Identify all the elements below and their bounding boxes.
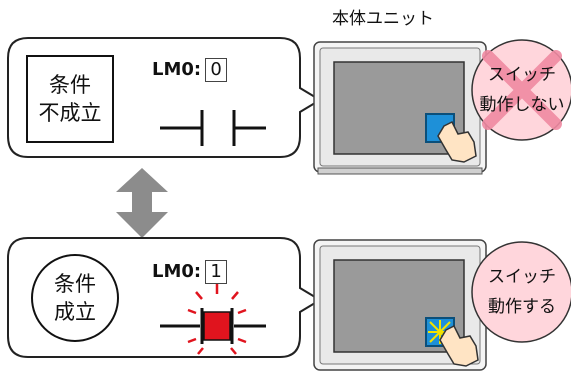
bottom-lm-value: 1 (205, 260, 228, 284)
top-condition-box: 条件 不成立 (26, 55, 114, 143)
bottom-result-circle (471, 241, 571, 343)
top-condition-line1: 条件 (49, 73, 91, 97)
bottom-condition-circle: 条件 成立 (31, 254, 119, 342)
bottom-condition-line1: 条件 (54, 272, 96, 296)
top-x-mark (482, 50, 562, 130)
bottom-lm-readout: LM0:1 (152, 260, 228, 284)
bottom-result-text: スイッチ 動作する (474, 262, 570, 322)
bottom-lm-label: LM0: (152, 261, 202, 282)
state-toggle-arrow (116, 168, 168, 238)
top-lm-value: 0 (205, 58, 228, 82)
top-condition-line2: 不成立 (38, 101, 102, 125)
bottom-result-line2: 動作する (488, 297, 556, 317)
bottom-device (313, 239, 487, 371)
bottom-condition-line2: 成立 (54, 300, 96, 324)
top-lm-readout: LM0:0 (152, 58, 228, 82)
top-device (313, 41, 487, 175)
top-result-line1: スイッチ (488, 65, 556, 85)
top-pointing-hand (437, 120, 477, 163)
top-lm-label: LM0: (152, 59, 202, 80)
top-open-contact (160, 110, 266, 146)
unit-title: 本体ユニット (332, 9, 434, 29)
top-result-line2: 動作しない (479, 95, 565, 115)
top-result-text: スイッチ 動作しない (474, 60, 570, 120)
bottom-result-line1: スイッチ (488, 267, 556, 287)
bottom-pointing-hand (439, 324, 479, 367)
bottom-closed-contact (160, 284, 266, 355)
